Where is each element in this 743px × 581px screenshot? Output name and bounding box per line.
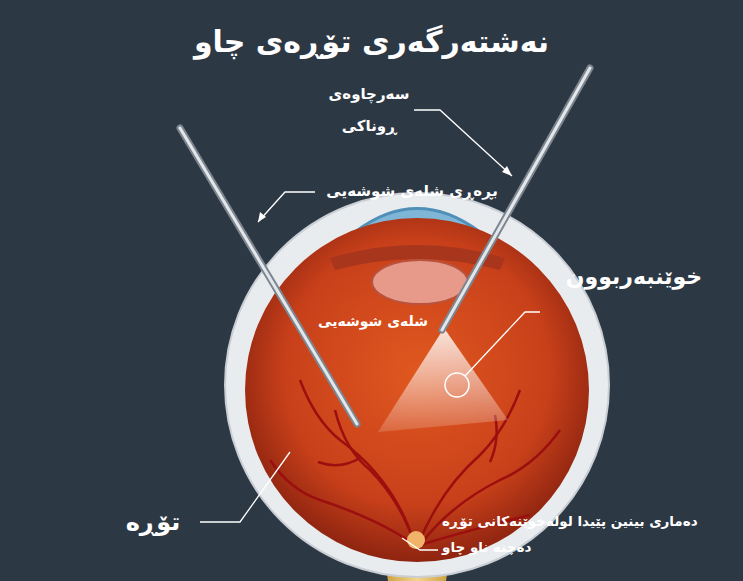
lens [372, 260, 468, 304]
part-label: سەرچاوەی ڕوناکی [326, 78, 412, 142]
part-label: بڕەڕی شلەی شوشەیی [318, 180, 498, 202]
part-label: تۆڕە [110, 506, 196, 538]
diagram-title: نەشتەرگەری تۆڕەی چاو [0, 22, 743, 62]
vitrectomy-probe-highlight [180, 128, 357, 424]
part-label: خوێنبەربوون [544, 262, 724, 292]
vitreous-chamber [245, 218, 589, 562]
light-beam [378, 328, 508, 432]
leader-arrowheads [258, 166, 512, 222]
optic-disc [407, 531, 425, 549]
part-label: دەماری بینین پێیدا لولەخوێنەکانی تۆڕە دە… [442, 508, 738, 560]
part-label: شلەی شوشەیی [318, 310, 428, 332]
vitrectomy-probe [180, 128, 357, 424]
leader-lines [200, 110, 540, 550]
